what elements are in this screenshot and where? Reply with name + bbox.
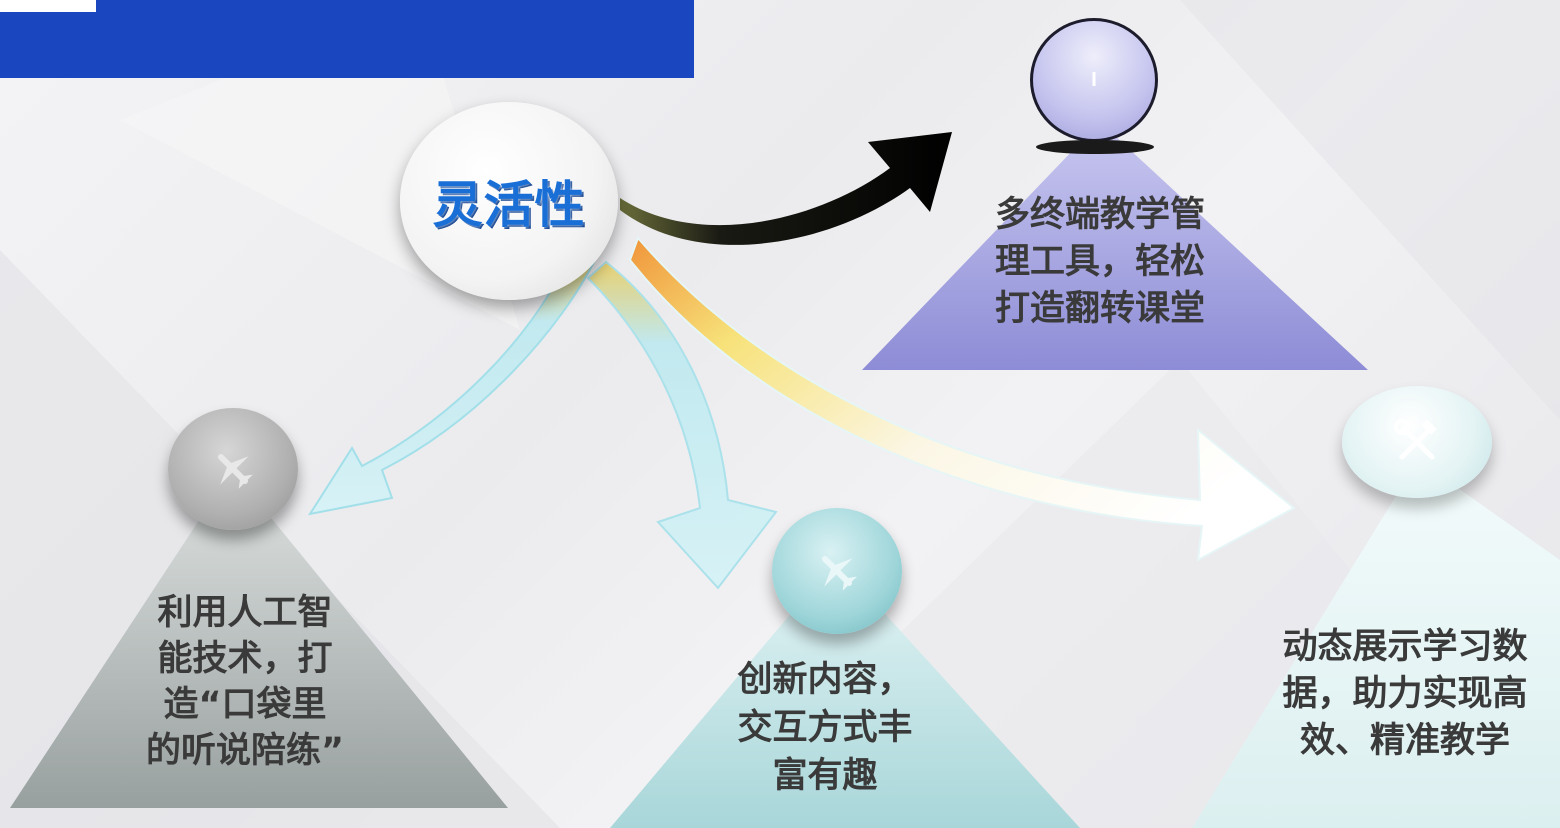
- node-bottom-left-line-1: 利用人工智: [157, 593, 333, 633]
- title-bar-notch: [0, 0, 96, 12]
- top-right-ball-shadow: [1036, 140, 1154, 154]
- bottom-left-ball: [168, 408, 298, 530]
- node-top-right-line-2: 理工具，轻松: [994, 242, 1205, 282]
- node-right-line-2: 据，助力实现高: [1282, 674, 1528, 714]
- arrow-to-bottom-left: [307, 256, 598, 516]
- node-bottom-left-line-3: 造“口袋里: [163, 685, 327, 725]
- node-bottom-left-text: 利用人工智 能技术，打 造“口袋里 的听说陪练”: [110, 590, 380, 774]
- airplane-icon: [821, 555, 857, 591]
- node-right-text: 动态展示学习数 据，助力实现高 效、精准教学: [1250, 624, 1560, 765]
- top-right-ball: [1030, 18, 1158, 142]
- teal-pyramid: [610, 560, 1080, 828]
- node-top-right-line-1: 多终端教学管: [994, 195, 1205, 235]
- arrow-to-bottom-center: [586, 260, 778, 590]
- node-bottom-center-line-2: 交互方式丰: [737, 708, 913, 748]
- center-node: 灵活性: [400, 102, 618, 300]
- tools-icon: [1394, 419, 1437, 460]
- node-bottom-left-line-4: 的听说陪练”: [145, 731, 344, 771]
- center-label: 灵活性: [432, 176, 586, 234]
- node-bottom-center-text: 创新内容， 交互方式丰 富有趣: [705, 656, 945, 800]
- node-bottom-left-line-2: 能技术，打: [157, 639, 333, 679]
- node-bottom-center-line-3: 富有趣: [772, 756, 878, 796]
- title-bar: [0, 0, 694, 78]
- arrow-to-top-right: [620, 132, 952, 245]
- purple-pyramid: [862, 122, 1368, 370]
- node-top-right-line-3: 打造翻转课堂: [994, 289, 1205, 329]
- node-right-line-1: 动态展示学习数: [1282, 627, 1528, 667]
- white-pyramid: [1192, 460, 1560, 828]
- gray-pyramid: [10, 470, 508, 808]
- right-ball: [1342, 386, 1492, 498]
- node-right-line-3: 效、精准教学: [1299, 721, 1510, 761]
- node-top-right-text: 多终端教学管 理工具，轻松 打造翻转课堂: [970, 192, 1230, 333]
- node-bottom-center-line-1: 创新内容，: [737, 660, 913, 700]
- airplane-icon: [217, 453, 253, 489]
- bottom-center-ball: [772, 508, 902, 634]
- arrow-to-right: [628, 236, 1296, 562]
